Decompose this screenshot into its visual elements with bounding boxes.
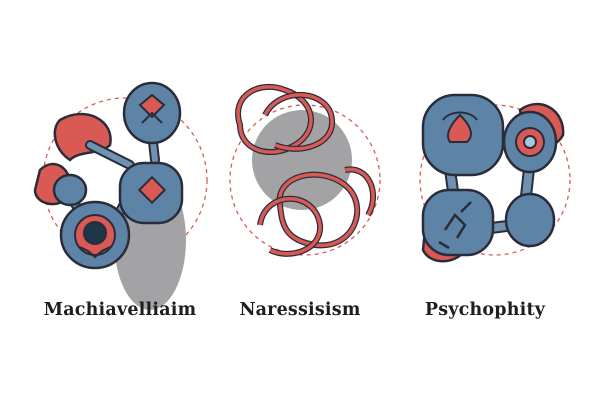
broken-chain-icon: [438, 201, 472, 250]
narcissism-label: Naressisism: [239, 300, 361, 320]
psychopathy-graphic: [419, 93, 571, 263]
node-bottom-right: [504, 192, 556, 248]
node-left: [52, 173, 88, 207]
machiavellianism-graphic: [33, 81, 208, 310]
narcissism-graphic: [229, 83, 381, 257]
machiavellianism-figure: [30, 75, 210, 310]
diamond-icon: [137, 175, 167, 205]
interlocking-rings-icon: [235, 83, 376, 257]
psychopathy-figure: [405, 80, 575, 280]
psychopathy-label: Psychophity: [424, 300, 546, 320]
cog-icon: [515, 127, 545, 157]
drop-face-icon: [442, 111, 478, 143]
narcissism-figure: [220, 75, 390, 275]
crown-icon: [138, 93, 166, 124]
gray-backdrop: [252, 110, 352, 210]
node-bottom-left: [421, 188, 495, 257]
machiavellianism-label: Machiavelliaim: [43, 300, 197, 320]
gear-icon: [74, 214, 116, 259]
